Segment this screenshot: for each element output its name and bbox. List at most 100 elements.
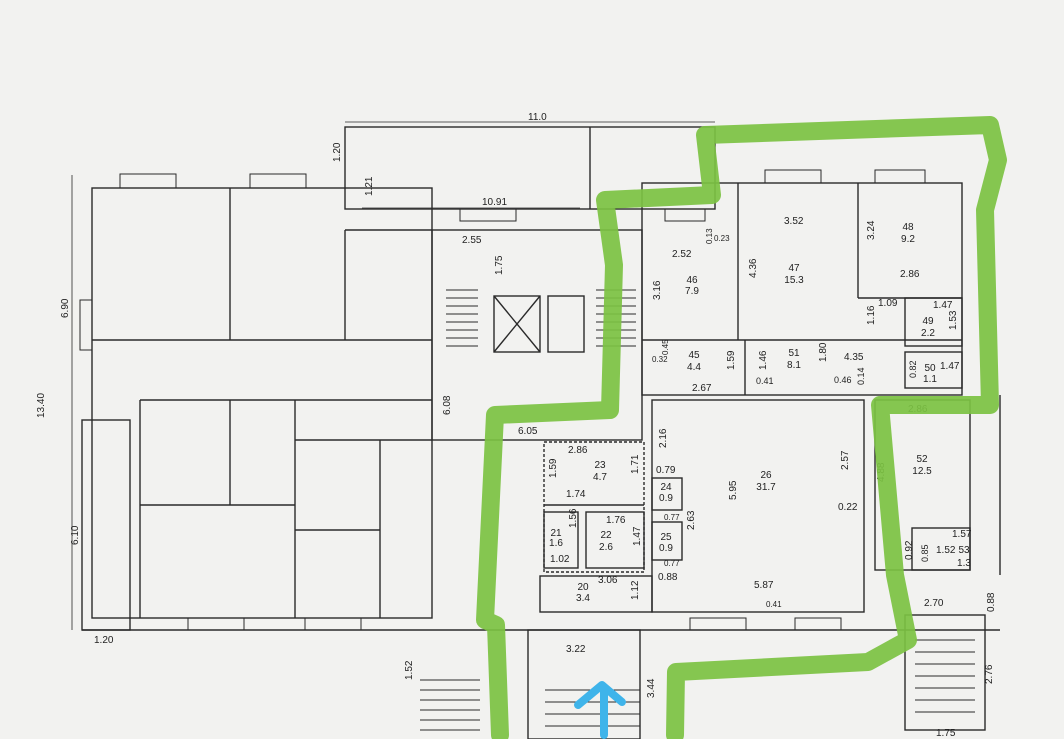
room-number: 48 (902, 222, 914, 233)
dim-label: 3.22 (566, 644, 586, 655)
dim-label: 2.86 (568, 445, 588, 456)
window (187, 617, 245, 631)
dim-label: 5.95 (728, 480, 739, 500)
dim-label: 1.47 (632, 526, 643, 546)
windows (79, 169, 926, 631)
dim-label: 6.10 (70, 525, 81, 545)
dim-label: 0.77 (664, 559, 680, 568)
dim-label: 3.16 (652, 280, 663, 300)
window (794, 617, 842, 631)
room-number: 21 (550, 528, 562, 539)
dim-label: 1.59 (548, 458, 559, 478)
dim-label: 2.70 (924, 598, 944, 609)
room-area: 7.9 (685, 286, 699, 297)
room-49-box (904, 297, 963, 347)
dim-label: 1.59 (726, 350, 737, 370)
dim-label: 0.41 (766, 600, 782, 609)
room-area: 31.7 (756, 482, 776, 493)
dim-label: 0.92 (904, 540, 915, 560)
dim-label: 4.35 (844, 352, 864, 363)
room-area: 8.1 (787, 360, 801, 371)
room-area: 4.4 (687, 362, 701, 373)
room-21-box (543, 511, 579, 569)
room-area: 3.4 (576, 593, 590, 604)
dim-label: 3.44 (646, 678, 657, 698)
dim-label: 1.20 (332, 142, 343, 162)
dim-label: 10.91 (482, 197, 507, 208)
room-number: 49 (922, 316, 934, 327)
room-number: 52 (916, 454, 928, 465)
dim-label: 3.06 (598, 575, 618, 586)
walls (81, 126, 1001, 739)
highlighted-route (476, 116, 1007, 739)
dim-label: 6.90 (60, 298, 71, 318)
stair-treads (420, 289, 975, 731)
room-area: 0.9 (659, 493, 673, 504)
dim-label: 0.88 (658, 572, 678, 583)
dim-label: 1.12 (630, 580, 641, 600)
dimension-lines (71, 121, 715, 630)
dim-label: 0.46 (834, 375, 852, 385)
dim-label: 2.86 (900, 269, 920, 280)
room-number: 47 (788, 263, 800, 274)
dim-label: 2.76 (984, 664, 995, 684)
dim-label: 2.52 (672, 249, 692, 260)
dim-label: 11.0 (528, 112, 547, 123)
room-number: 24 (660, 482, 672, 493)
dim-label: 2.55 (462, 235, 482, 246)
arrow-icon (574, 681, 626, 739)
window (119, 173, 177, 189)
room-area: 1.3 (957, 558, 971, 569)
room-number: 45 (688, 350, 700, 361)
room-number: 51 (788, 348, 800, 359)
dim-label: 0.23 (714, 234, 730, 243)
dim-label: 1.57 (952, 529, 972, 540)
room-50-box (904, 351, 963, 389)
dimension-labels: 11.0 1.20 1.21 10.91 2.55 1.75 6.90 13.4… (36, 112, 997, 739)
dim-label: 1.16 (866, 305, 877, 325)
room-number: 46 (686, 275, 698, 286)
window (689, 617, 747, 631)
room-number: 50 (924, 363, 936, 374)
dim-label: 0.88 (986, 592, 997, 612)
dim-label: 1.46 (758, 350, 769, 370)
room-area: 1.1 (923, 374, 937, 385)
window (459, 208, 517, 222)
dim-label: 0.77 (664, 513, 680, 522)
bottom-annex (527, 629, 641, 739)
window (249, 173, 307, 189)
elevator-shaft (493, 295, 541, 353)
small-rooms-block (543, 441, 645, 573)
dim-label: 1.76 (606, 515, 626, 526)
dim-label: 6.08 (442, 395, 453, 415)
dim-label: 2.63 (686, 510, 697, 530)
dim-label: 2.57 (840, 450, 851, 470)
dim-label: 1.74 (566, 489, 586, 500)
room-area: 12.5 (912, 466, 932, 477)
dim-label: 0.45 (661, 339, 670, 355)
dim-label: 1.56 (568, 508, 579, 528)
dim-label: 2.67 (692, 383, 712, 394)
window (304, 617, 362, 631)
dim-label: 0.22 (838, 502, 858, 513)
room-number: 23 (594, 460, 606, 471)
room-area: 1.6 (549, 538, 563, 549)
entry-arrow (574, 681, 626, 739)
room-number: 53 (958, 545, 970, 556)
room-area: 4.7 (593, 472, 607, 483)
route-main (476, 116, 1007, 739)
dim-label: 1.47 (940, 361, 960, 372)
lift-lobby (547, 295, 585, 353)
dim-label: 1.75 (936, 728, 956, 739)
dim-label: 1.47 (933, 300, 953, 311)
room-number: 26 (760, 470, 772, 481)
room-25-box (651, 521, 683, 561)
dim-label: 1.21 (364, 176, 375, 196)
room-24-box (651, 477, 683, 511)
dim-label: 6.05 (518, 426, 538, 437)
room-number: 25 (660, 532, 672, 543)
window (79, 299, 93, 351)
room-labels: 46 7.9 47 15.3 48 9.2 49 2.2 45 4.4 51 8… (549, 222, 971, 604)
room-20-box (539, 575, 653, 613)
